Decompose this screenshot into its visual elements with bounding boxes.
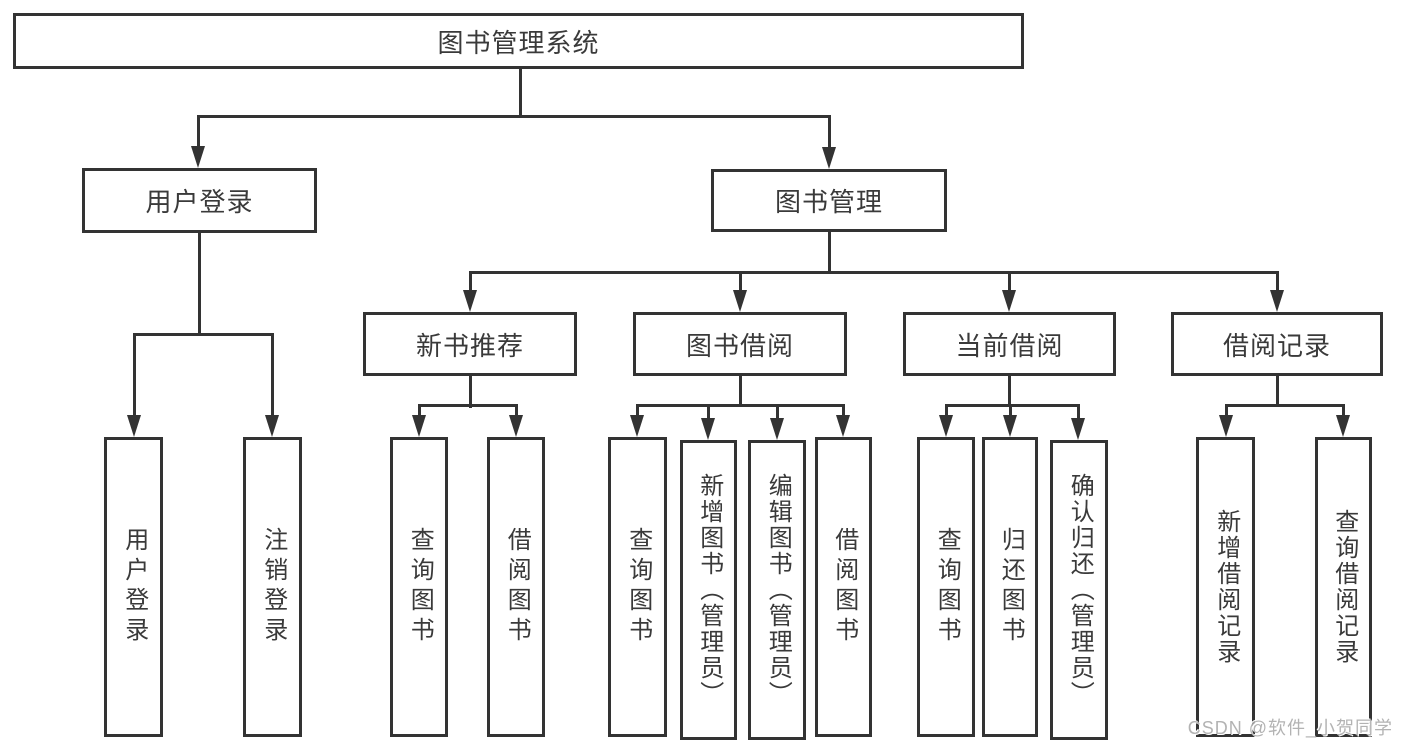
arrowhead-down-icon [412,415,426,437]
connector-line [469,271,472,293]
arrowhead-down-icon [509,415,523,437]
leaf-search-borrow-record: 查询借阅记录 [1315,437,1372,737]
connector-line [1009,404,1012,418]
node-current-borrowing: 当前借阅 [903,312,1116,376]
connector-line [198,233,201,336]
node-label: 图书管理 [774,187,883,217]
leaf-label: 借阅图书 [503,527,531,647]
connector-line [197,115,200,148]
arrowhead-down-icon [265,415,279,437]
arrowhead-down-icon [1003,415,1017,437]
node-label: 新书推荐 [415,330,524,361]
csdn-watermark: CSDN @软件_小贺同学 [1187,718,1393,738]
node-book-management: 图书管理 [711,169,947,232]
connector-line [133,333,274,336]
node-label: 用户登录 [145,187,254,217]
arrowhead-down-icon [1219,415,1233,437]
leaf-borrow-books: 借阅图书 [487,437,545,737]
connector-line [197,115,831,118]
leaf-borrow-books: 借阅图书 [815,437,872,737]
connector-line [776,404,779,420]
arrowhead-down-icon [770,418,784,440]
arrowhead-down-icon [701,418,715,440]
connector-line [636,404,639,418]
connector-line [469,271,1279,274]
node-library-management-system: 图书管理系统 [13,13,1024,69]
connector-line [945,404,1080,407]
connector-line [1342,404,1345,418]
connector-line [828,115,831,149]
connector-line [1276,375,1279,407]
leaf-add-borrow-record: 新增借阅记录 [1196,437,1255,737]
connector-line [1225,404,1345,407]
connector-line [515,404,518,418]
leaf-return-books: 归还图书 [982,437,1038,737]
connector-line [469,375,472,408]
connector-line [271,333,274,417]
leaf-search-books: 查询图书 [390,437,448,737]
connector-line [1008,271,1011,293]
node-label: 借阅记录 [1222,330,1331,361]
arrowhead-down-icon [939,415,953,437]
leaf-label: 借阅图书 [830,527,858,647]
arrowhead-down-icon [822,147,836,169]
leaf-label: 新增借阅记录 [1212,509,1240,665]
arrowhead-down-icon [630,415,644,437]
leaf-label: 确认归还（管理员） [1066,473,1094,707]
leaf-search-books: 查询图书 [608,437,667,737]
leaf-search-books: 查询图书 [917,437,975,737]
arrowhead-down-icon [836,415,850,437]
leaf-label: 查询图书 [933,527,961,647]
node-label: 图书管理系统 [437,27,600,58]
connector-line [945,404,948,418]
leaf-label: 查询借阅记录 [1330,509,1358,665]
leaf-label: 查询图书 [624,527,652,647]
connector-line [842,404,845,418]
node-new-book-recommend: 新书推荐 [363,312,577,376]
connector-line [739,375,742,407]
leaf-label: 查询图书 [406,527,434,647]
connector-line [1008,376,1011,407]
connector-line [739,271,742,293]
node-user-login: 用户登录 [82,168,317,233]
arrowhead-down-icon [1071,418,1085,440]
connector-line [707,404,710,420]
arrowhead-down-icon [463,290,477,312]
arrowhead-down-icon [127,415,141,437]
leaf-label: 注销登录 [259,527,287,647]
leaf-label: 用户登录 [120,527,148,647]
arrowhead-down-icon [733,290,747,312]
leaf-label: 新增图书（管理员） [695,473,723,707]
leaf-label: 归还图书 [997,527,1025,647]
leaf-logout: 注销登录 [243,437,302,737]
leaf-label: 编辑图书（管理员） [764,473,792,707]
leaf-user-login: 用户登录 [104,437,163,737]
arrowhead-down-icon [1336,415,1350,437]
node-label: 图书借阅 [685,330,794,361]
node-label: 当前借阅 [955,330,1064,361]
connector-line [418,404,421,418]
node-book-borrowing: 图书借阅 [633,312,847,376]
connector-line [133,333,136,417]
connector-line [519,69,522,117]
connector-line [1276,271,1279,293]
leaf-add-books-admin: 新增图书（管理员） [680,440,737,740]
arrowhead-down-icon [1270,290,1284,312]
connector-line [1225,404,1228,418]
connector-line [636,404,845,407]
connector-line [418,404,518,407]
arrowhead-down-icon [191,146,205,168]
node-borrowing-records: 借阅记录 [1171,312,1383,376]
leaf-confirm-return-admin: 确认归还（管理员） [1050,440,1108,740]
connector-line [1077,404,1080,420]
arrowhead-down-icon [1002,290,1016,312]
leaf-edit-books-admin: 编辑图书（管理员） [748,440,806,740]
connector-line [828,232,831,274]
